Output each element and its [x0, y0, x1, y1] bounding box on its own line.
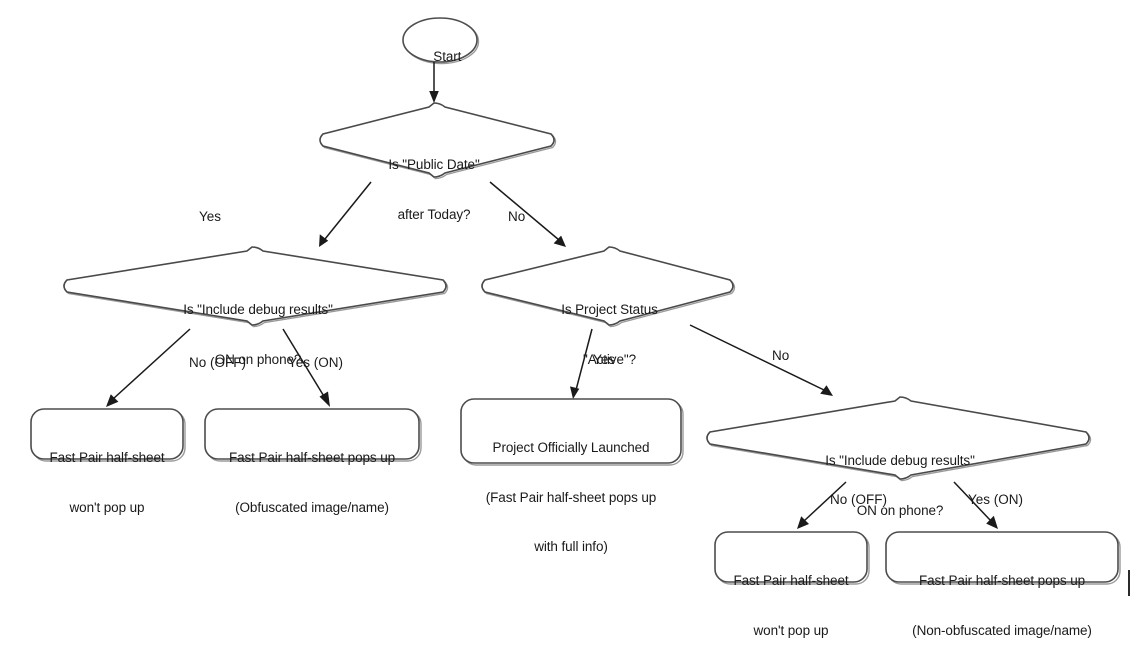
node-q-project-status[interactable]: [481, 246, 736, 328]
edge-q-public-date-no: [489, 181, 566, 247]
node-q-debug-left[interactable]: [63, 246, 449, 328]
page-edge-artifact: [1128, 570, 1130, 596]
edge-label-q-debug-left-yes: Yes (ON): [288, 355, 344, 370]
edge-q-debug-left-yes: [282, 328, 330, 407]
edge-q-debug-right-yes: [953, 481, 998, 529]
node-out-obfuscated[interactable]: [204, 408, 422, 462]
node-q-public-date[interactable]: [319, 102, 557, 180]
edge-label-q-project-status-yes: Yes: [593, 352, 616, 367]
edge-label-q-debug-left-no: No (OFF): [189, 355, 246, 370]
node-out-wont-pop-right[interactable]: [714, 531, 870, 585]
flowchart-svg: [30, 17, 1121, 585]
node-out-wont-pop-left[interactable]: [30, 408, 186, 462]
node-q-debug-right[interactable]: [706, 396, 1092, 482]
node-out-non-obfuscated[interactable]: [885, 531, 1121, 585]
edge-q-debug-right-no: [797, 481, 847, 529]
edge-label-q-debug-right-no: No (OFF): [830, 492, 887, 507]
node-out-launched[interactable]: [460, 398, 684, 466]
edge-label-q-debug-right-yes: Yes (ON): [968, 492, 1024, 507]
node-start[interactable]: [402, 17, 480, 65]
out-wont-pop-right-line-2: won't pop up: [753, 622, 829, 638]
flowchart-canvas: Start Is "Public Date" after Today? Is "…: [30, 17, 1130, 638]
edge-q-public-date-yes: [319, 181, 372, 247]
edge-label-q-project-status-no: No: [772, 348, 790, 363]
edge-start-to-q-public-date: [429, 62, 439, 103]
out-non-obfuscated-line-2: (Non-obfuscated image/name): [912, 622, 1092, 638]
edge-label-q-public-date-no: No: [508, 209, 526, 224]
edge-q-project-status-no: [689, 324, 833, 396]
edge-q-project-status-yes: [570, 328, 593, 399]
edge-label-q-public-date-yes: Yes: [199, 209, 222, 224]
edge-q-debug-left-no: [106, 328, 191, 407]
